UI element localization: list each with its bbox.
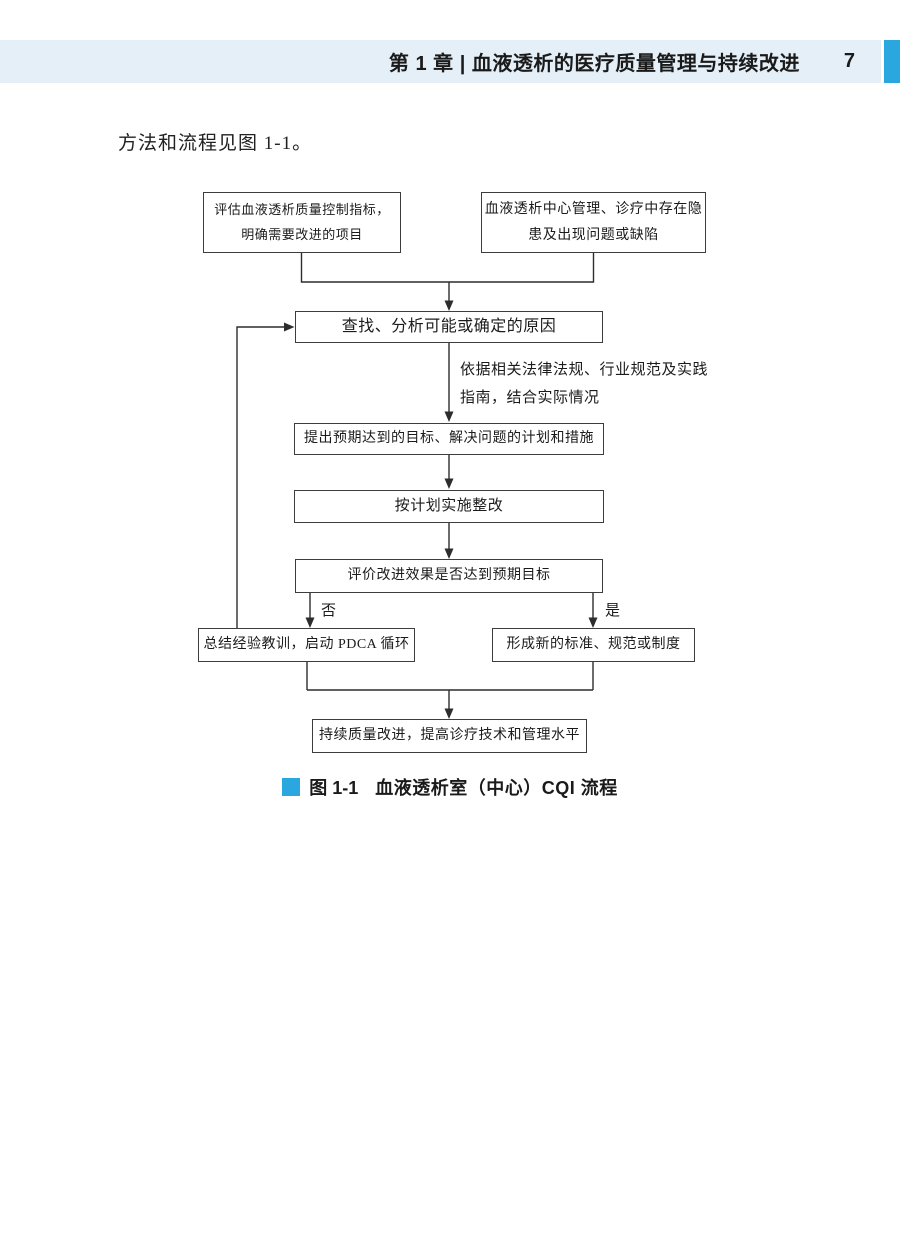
page-number: 7 bbox=[843, 50, 855, 72]
flow-node-goal-label: 提出预期达到的目标、解决问题的计划和措施 bbox=[304, 431, 594, 447]
arrow-into-goal bbox=[444, 411, 454, 422]
caption-marker-square bbox=[282, 778, 301, 796]
flow-node-assess-line2: 明确需要改进的项目 bbox=[241, 226, 363, 242]
arrow-into-implement bbox=[444, 478, 454, 489]
flow-node-assess-line1: 评估血液透析质量控制指标， bbox=[214, 202, 390, 218]
flow-node-find: 查找、分析可能或确定的原因 bbox=[295, 311, 603, 343]
flow-node-evaluate: 评价改进效果是否达到预期目标 bbox=[295, 559, 603, 593]
flow-node-assess: 评估血液透析质量控制指标， 明确需要改进的项目 bbox=[203, 192, 401, 253]
flow-node-problem-line1: 血液透析中心管理、诊疗中存在隐 bbox=[484, 201, 703, 217]
edge-label-no: 否 bbox=[321, 603, 337, 619]
arrow-into-find bbox=[444, 300, 454, 311]
arrow-into-standard bbox=[588, 617, 598, 628]
flow-node-find-label: 查找、分析可能或确定的原因 bbox=[341, 318, 557, 336]
chapter-title: 第 1 章 | 血液透析的医疗质量管理与持续改进 bbox=[388, 53, 800, 75]
flow-annotation: 依据相关法律法规、行业规范及实践 指南，结合实际情况 bbox=[460, 356, 708, 412]
flow-node-summarize-label: 总结经验教训，启动 PDCA 循环 bbox=[203, 637, 410, 653]
arrow-feedback-into-find bbox=[284, 322, 295, 332]
arrow-into-continuous bbox=[444, 708, 454, 719]
flow-node-implement-label: 按计划实施整改 bbox=[394, 497, 504, 514]
flow-node-summarize: 总结经验教训，启动 PDCA 循环 bbox=[198, 628, 415, 662]
flow-node-continuous-label: 持续质量改进，提高诊疗技术和管理水平 bbox=[319, 728, 580, 744]
edge-label-yes: 是 bbox=[605, 603, 621, 619]
page-header: 第 1 章 | 血液透析的医疗质量管理与持续改进 7 bbox=[0, 40, 881, 83]
flow-node-problem-line2: 患及出现问题或缺陷 bbox=[528, 227, 659, 243]
figure-label: 图 1-1 bbox=[309, 778, 359, 798]
flow-node-evaluate-label: 评价改进效果是否达到预期目标 bbox=[347, 568, 551, 584]
header-accent-square bbox=[884, 40, 900, 83]
flow-node-goal: 提出预期达到的目标、解决问题的计划和措施 bbox=[294, 423, 604, 455]
figure-caption: 图 1-1 血液透析室（中心）CQI 流程 bbox=[0, 774, 900, 800]
flow-node-implement: 按计划实施整改 bbox=[294, 490, 604, 523]
intro-paragraph: 方法和流程见图 1-1。 bbox=[118, 133, 313, 154]
figure-title: 血液透析室（中心）CQI 流程 bbox=[375, 778, 618, 798]
flow-annotation-line2: 指南，结合实际情况 bbox=[460, 390, 600, 406]
flow-node-standard-label: 形成新的标准、规范或制度 bbox=[506, 637, 681, 653]
arrow-into-summarize bbox=[305, 617, 315, 628]
flow-node-problem: 血液透析中心管理、诊疗中存在隐 患及出现问题或缺陷 bbox=[481, 192, 706, 253]
flow-node-standard: 形成新的标准、规范或制度 bbox=[492, 628, 695, 662]
arrow-into-evaluate bbox=[444, 548, 454, 559]
flow-annotation-line1: 依据相关法律法规、行业规范及实践 bbox=[460, 362, 709, 378]
flow-node-continuous: 持续质量改进，提高诊疗技术和管理水平 bbox=[312, 719, 587, 753]
